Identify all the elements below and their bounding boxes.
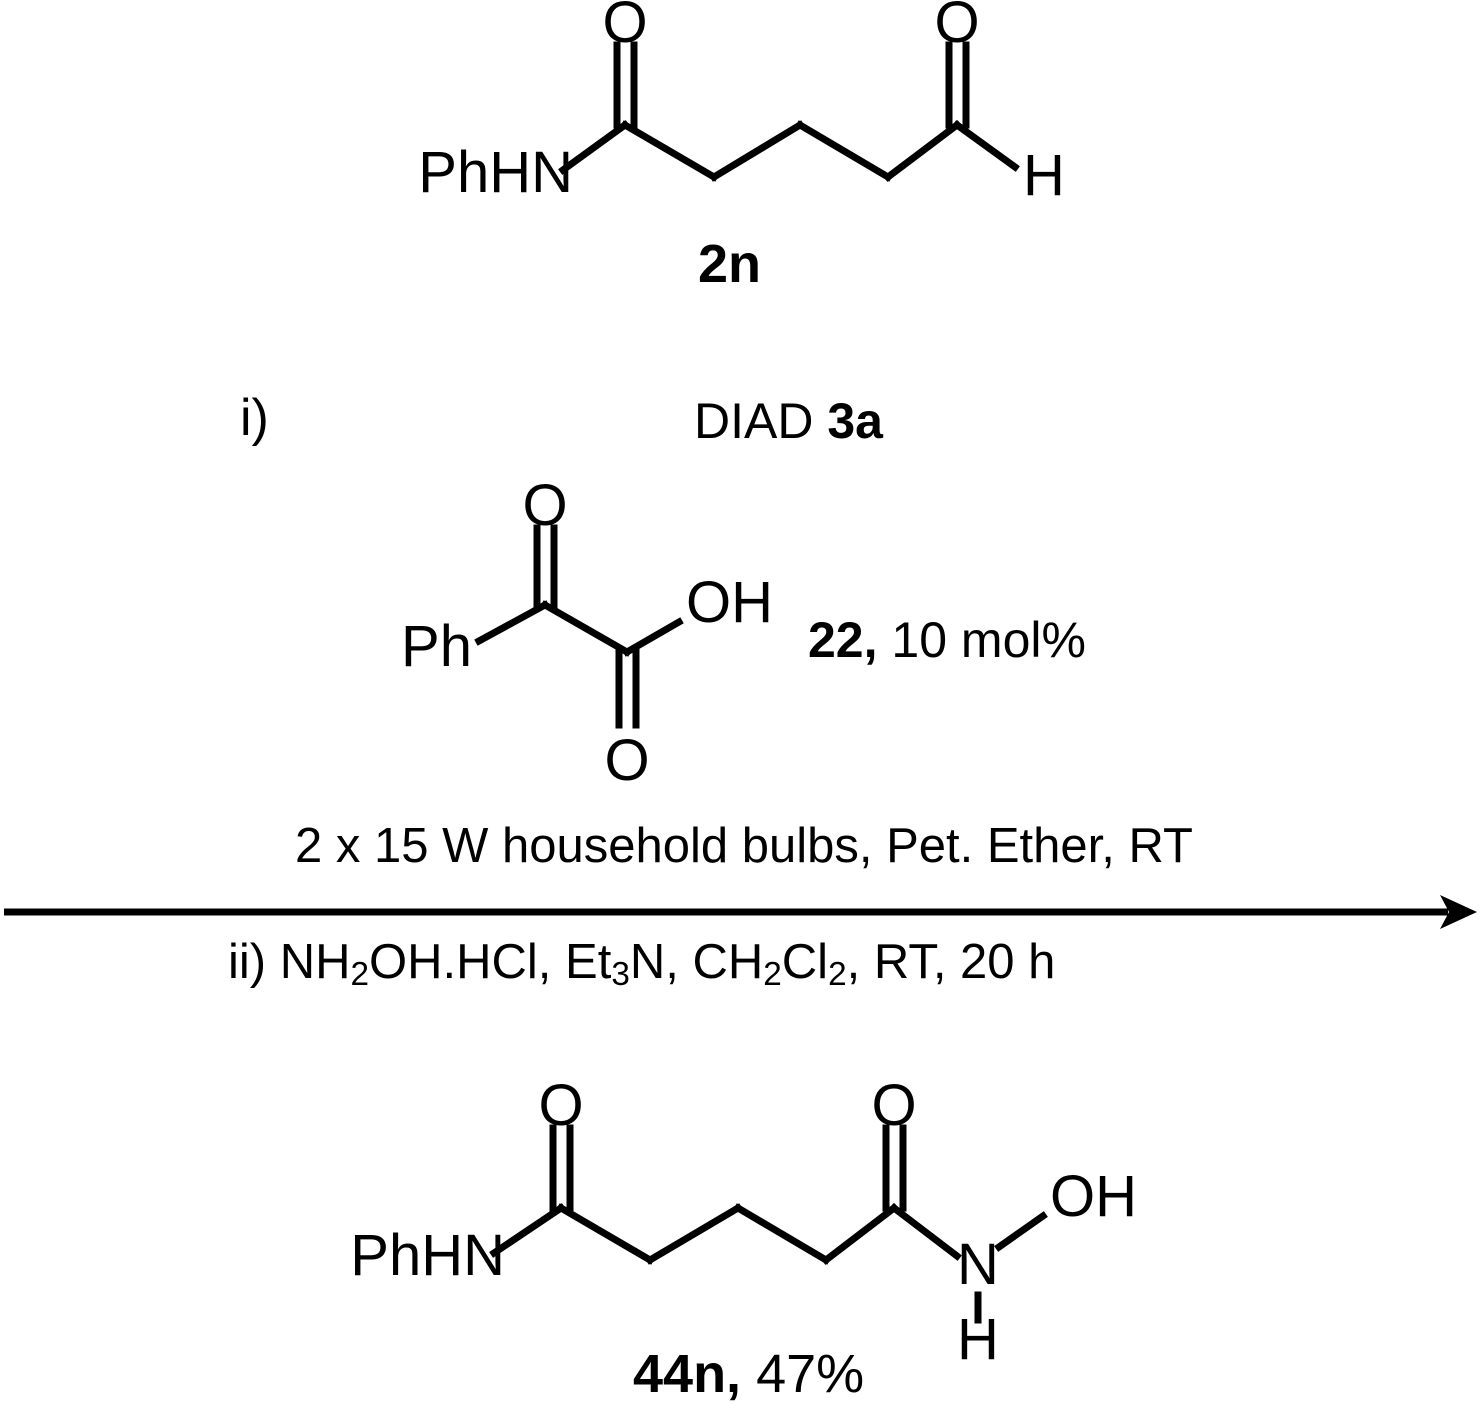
bond-c1-c2	[620, 120, 719, 182]
bond-c1-c2	[540, 600, 632, 657]
atom-label-amide-h: H	[957, 1307, 999, 1360]
bond-c3-c4	[733, 1203, 831, 1265]
conditions-below-arrow: ii) NH2OH.HCl, Et3N, CH2Cl2, RT, 20 h	[228, 935, 1056, 992]
bond-c2-c3	[645, 1203, 743, 1265]
bond-ph-c1	[474, 600, 550, 646]
bond-n-c1	[489, 1203, 566, 1258]
bond-c4-c5	[883, 120, 962, 182]
atom-label-oxygen-left: O	[538, 1073, 583, 1138]
cond-part-2: OH.HCl, Et	[369, 935, 612, 989]
arrow-head	[1440, 895, 1477, 929]
cond-part-5: , RT, 20 h	[846, 935, 1056, 989]
atom-label-ketone-oxygen: O	[522, 473, 567, 538]
bond-c3-c4	[795, 120, 893, 182]
structure-44n-svg: PhHN O O N H OH	[350, 1073, 1137, 1360]
reagent-diad: DIAD 3a	[694, 396, 883, 446]
cond-part-4: Cl	[781, 935, 829, 989]
bond-c2-c3	[709, 120, 805, 182]
atom-label-ph: Ph	[401, 614, 472, 679]
cond-sub-4: 2	[828, 956, 847, 994]
product-id: 44n,	[633, 1344, 742, 1404]
bond-c4-c5	[821, 1203, 899, 1265]
bond-c2-oh	[622, 617, 684, 657]
catalyst-mol-percent: 10 mol%	[891, 612, 1086, 668]
bond-c5-h	[952, 120, 1020, 172]
bond-n-oh	[994, 1211, 1048, 1252]
atom-label-hydroxyl: OH	[686, 570, 773, 635]
atom-label-oxygen-right: O	[871, 1073, 916, 1138]
starting-material-structure: PhHN O O H	[0, 0, 1479, 310]
atom-label-aldehyde-h: H	[1023, 143, 1065, 208]
catalyst-id: 22,	[808, 612, 878, 668]
reagent-diad-name: DIAD	[694, 393, 814, 449]
bond-n-c1	[558, 120, 630, 175]
cond-sub-1: 2	[350, 956, 370, 994]
catalyst-loading-text: 22, 10 mol%	[808, 615, 1086, 665]
structure-22-svg: Ph O OH O	[401, 473, 773, 790]
atom-label-acid-oxygen: O	[604, 728, 649, 790]
compound-label-2n: 2n	[698, 234, 762, 294]
bond-c1-c2	[556, 1203, 655, 1265]
atom-label-phhn: PhHN	[350, 1223, 505, 1288]
atom-label-phhn: PhHN	[418, 140, 573, 205]
atom-label-oxygen-right: O	[934, 0, 979, 55]
cond-part-3: N, CH	[629, 935, 764, 989]
bond-c5-n	[889, 1203, 962, 1261]
product-yield: 47%	[756, 1344, 865, 1404]
atom-label-oxygen-left: O	[602, 0, 647, 55]
cond-sub-2: 3	[611, 956, 630, 994]
structure-2n-svg: PhHN O O H	[418, 0, 1065, 208]
conditions-above-arrow: 2 x 15 W household bulbs, Pet. Ether, RT	[295, 819, 1193, 873]
reagent-diad-id: 3a	[827, 393, 883, 449]
reaction-arrow	[0, 885, 1479, 940]
reaction-arrow-svg	[4, 895, 1477, 929]
atom-label-amide-n: N	[957, 1232, 999, 1297]
cond-sub-3: 2	[763, 956, 782, 994]
step-i-marker: i)	[240, 389, 269, 447]
cond-part-1: NH	[279, 935, 351, 989]
compound-label-44n: 44n, 47%	[633, 1347, 864, 1401]
product-structure: PhHN O O N H OH	[0, 1070, 1479, 1360]
catalyst-structure: Ph O OH O	[0, 470, 900, 790]
atom-label-hydroxyl: OH	[1050, 1164, 1137, 1229]
step-ii-marker: ii)	[228, 935, 267, 989]
